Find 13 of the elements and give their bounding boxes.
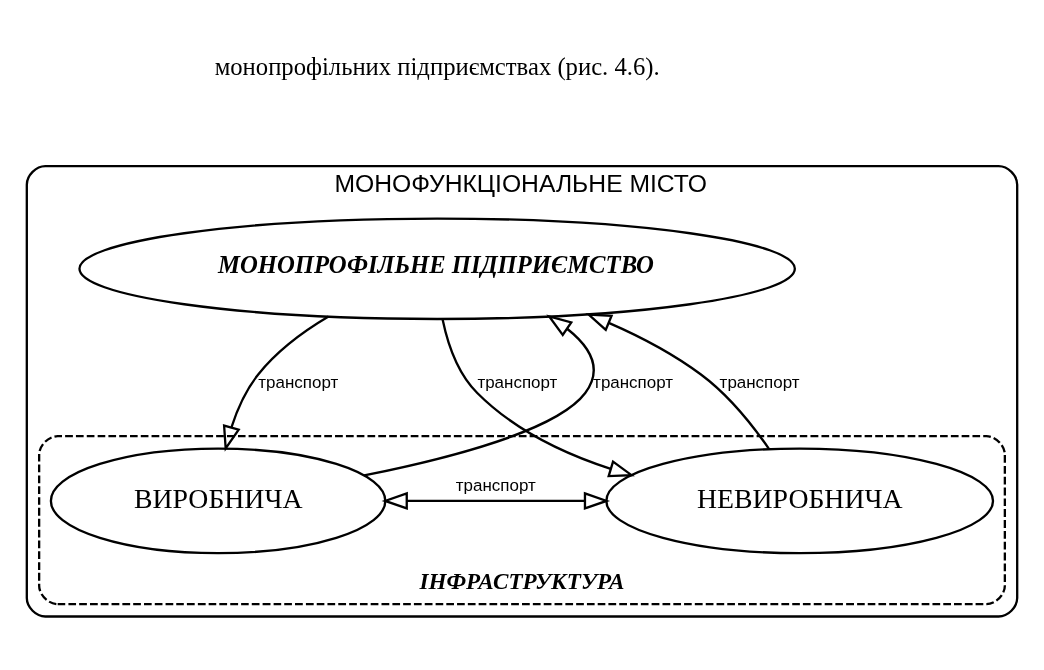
node-ellipse: МОНОПРОФІЛЬНЕ ПІДПРИЄМСТВО bbox=[78, 217, 796, 321]
arrow bbox=[222, 315, 330, 452]
arrow bbox=[585, 313, 771, 450]
edge-label: транспорт bbox=[593, 373, 674, 393]
arrow bbox=[363, 314, 595, 477]
label: монопрофільних підприємствах (рис. 4.6). bbox=[214, 52, 660, 80]
edge-label: транспорт bbox=[455, 476, 536, 496]
node-ellipse: ВИРОБНИЧА bbox=[49, 447, 387, 555]
edge-label: транспорт bbox=[258, 373, 339, 393]
arrow bbox=[381, 491, 611, 511]
edge-label: транспорт bbox=[477, 373, 558, 393]
edge-label: транспорт bbox=[719, 373, 800, 393]
arrow bbox=[441, 319, 635, 478]
